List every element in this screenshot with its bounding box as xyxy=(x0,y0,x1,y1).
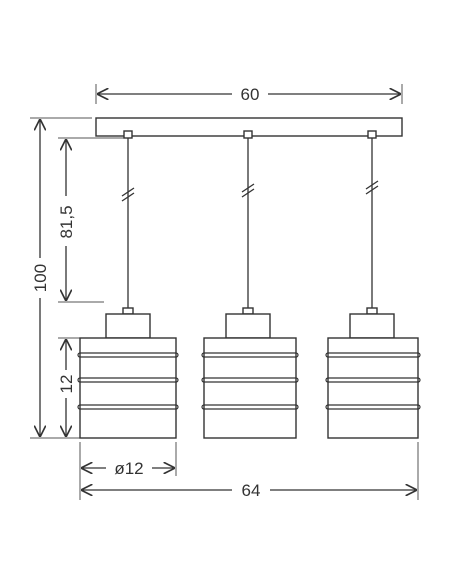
total-width-label: 64 xyxy=(242,481,261,500)
cable-length-label: 81,5 xyxy=(57,205,76,238)
shade-diameter-dimension: ø12 xyxy=(79,442,177,478)
total-width-dimension: 64 xyxy=(79,442,419,500)
pendant-center xyxy=(201,130,299,439)
shade-height-label: 12 xyxy=(57,375,76,394)
pendant-left xyxy=(77,130,179,439)
cable-length-dimension: 81,5 xyxy=(57,137,126,303)
total-height-dimension: 100 xyxy=(30,117,92,439)
total-height-label: 100 xyxy=(31,264,50,292)
canopy-width-label: 60 xyxy=(241,85,260,104)
shade-diameter-label: ø12 xyxy=(114,459,143,478)
pendant-right xyxy=(325,130,421,439)
canopy-width-dimension: 60 xyxy=(95,84,403,104)
